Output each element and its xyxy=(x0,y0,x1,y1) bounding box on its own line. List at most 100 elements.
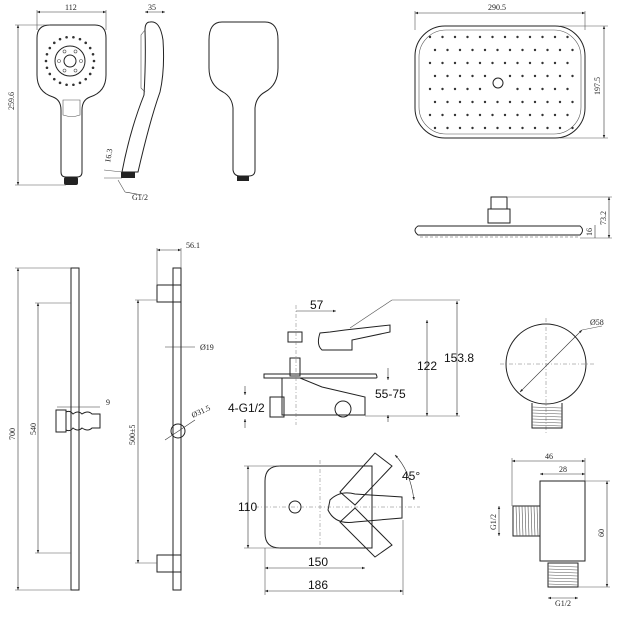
nozzle-dot xyxy=(44,59,48,63)
connections-label: 4-G1/2 xyxy=(228,401,265,415)
thread-line xyxy=(531,415,563,418)
nozzle-dot xyxy=(541,61,544,65)
nozzle-dot xyxy=(558,74,562,78)
nozzle-dot xyxy=(62,68,67,73)
nozzle-dot xyxy=(453,61,457,65)
thread-line xyxy=(515,505,518,537)
plate-height-label: 110 xyxy=(238,500,257,514)
nozzle-dot xyxy=(566,87,569,91)
nozzle-dot xyxy=(541,87,544,91)
thread-line xyxy=(524,505,527,537)
nozzle-dot xyxy=(458,100,462,104)
nozzle-dot xyxy=(88,72,92,76)
nozzle-dot xyxy=(428,61,432,65)
bracket-distance-label: 500±5 xyxy=(128,425,137,445)
nozzle-dot xyxy=(458,126,462,130)
thread-line xyxy=(531,424,563,427)
nozzle-dot xyxy=(566,113,569,117)
thread-line xyxy=(531,409,563,412)
nozzle-dot xyxy=(72,83,75,87)
nozzle-dot xyxy=(428,113,432,117)
overhead-depth-label: 197.5 xyxy=(593,77,602,95)
nozzle-dot xyxy=(433,74,437,78)
nozzle-dot xyxy=(458,74,462,78)
nozzle-dot xyxy=(521,126,524,130)
depth-range-label: 55-75 xyxy=(375,387,406,401)
nozzle-dot xyxy=(441,61,444,65)
mixer-top-view: 45° 110 150 186 xyxy=(238,452,420,595)
nozzle-dot xyxy=(533,126,537,130)
nozzle-dot xyxy=(65,83,68,87)
nozzle-dot xyxy=(57,59,61,63)
nozzle-dot xyxy=(483,48,487,52)
thread-line xyxy=(547,580,579,583)
nozzle-dot xyxy=(446,74,449,78)
nozzle-dot xyxy=(433,126,437,130)
thread-line xyxy=(547,574,579,577)
holder-offset-label: 9 xyxy=(106,398,110,407)
nozzle-dot xyxy=(533,100,537,104)
nozzle-dot xyxy=(503,35,507,39)
nozzle-dot xyxy=(558,48,562,52)
nozzle-dot xyxy=(428,35,432,39)
nozzle-dot xyxy=(471,48,474,52)
nozzle-dot xyxy=(471,126,474,130)
mixer-side-view: 57 122 153.8 55-75 4-G1/2 xyxy=(228,298,474,428)
nozzle-dot xyxy=(433,100,437,104)
holder-travel-label: 540 xyxy=(29,423,38,435)
nozzle-dot xyxy=(73,49,78,54)
nozzle-dot xyxy=(78,81,82,85)
spout-offset-label: 57 xyxy=(310,298,324,312)
outlet-diameter-label: Ø58 xyxy=(590,318,604,327)
nozzle-dot xyxy=(508,48,512,52)
nozzle-dot xyxy=(91,66,95,70)
nozzle-dot xyxy=(48,72,52,76)
nozzle-dot xyxy=(62,49,67,54)
slide-rail-front-view: 9 700 540 xyxy=(8,267,110,591)
thread-line xyxy=(533,505,536,537)
nozzle-dot xyxy=(433,48,437,52)
outlet-height-label: 60 xyxy=(597,529,606,537)
nozzle-dot xyxy=(533,48,537,52)
nozzle-dot xyxy=(72,35,75,39)
nozzle-dot xyxy=(508,74,512,78)
nozzle-dot xyxy=(92,59,96,63)
nozzle-dot xyxy=(553,87,557,91)
nozzle-dot xyxy=(541,35,544,39)
hand-shower-depth-label: 35 xyxy=(148,3,156,12)
nozzle-dot xyxy=(571,100,574,104)
nozzle-dot xyxy=(446,100,449,104)
nozzle-dot xyxy=(541,113,544,117)
nozzle-dot xyxy=(478,61,482,65)
thread-line xyxy=(536,505,539,537)
lever-angle-label: 45° xyxy=(402,469,420,483)
nozzle-dot xyxy=(533,74,537,78)
nozzle-dot xyxy=(91,52,95,56)
nozzle-dot xyxy=(73,68,78,73)
nozzle-dot xyxy=(471,74,474,78)
nozzle-dot xyxy=(478,113,482,117)
holder-diameter-label: Ø31.5 xyxy=(190,403,212,420)
nozzle-dot xyxy=(553,113,557,117)
nozzle-dot xyxy=(546,126,549,130)
rail-diameter-label: Ø19 xyxy=(200,343,214,352)
nozzle-dot xyxy=(558,100,562,104)
nozzle-dot xyxy=(528,61,532,65)
nozzle-dot xyxy=(516,35,519,39)
nozzle-dot xyxy=(553,35,557,39)
nozzle-dot xyxy=(503,61,507,65)
nozzle-dot xyxy=(466,87,469,91)
nozzle-dot xyxy=(546,100,549,104)
nozzle-dot xyxy=(466,61,469,65)
thread-line xyxy=(547,577,579,580)
thread-line xyxy=(530,505,533,537)
nozzle-dot xyxy=(483,126,487,130)
nozzle-dot xyxy=(521,48,524,52)
thread-line xyxy=(521,505,524,537)
nozzle-dot xyxy=(441,87,444,91)
nozzle-dot xyxy=(566,61,569,65)
thread-line xyxy=(547,568,579,571)
nozzle-dot xyxy=(571,74,574,78)
hand-shower-back-view xyxy=(208,21,279,181)
